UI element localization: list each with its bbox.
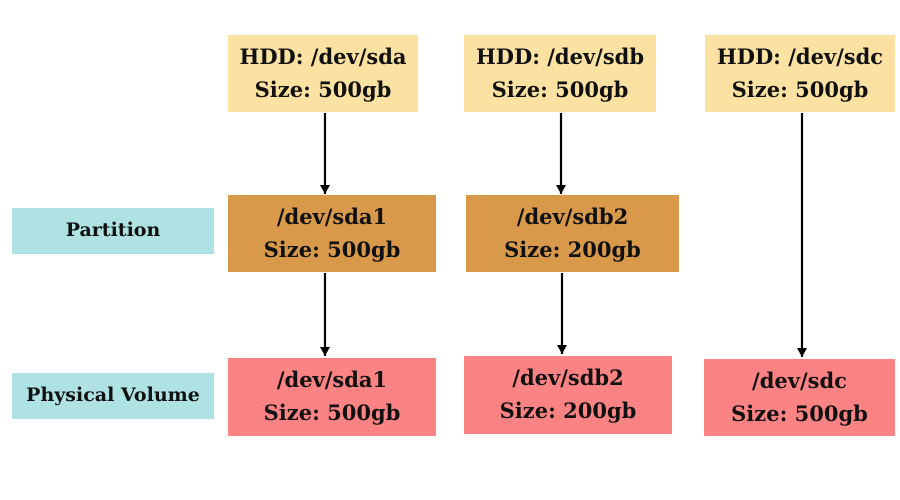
pv-size: Size: 500gb [263,400,401,425]
pv-size: Size: 500gb [731,400,868,426]
partition-size: Size: 500gb [263,236,401,262]
pv-name: /dev/sdb2 [512,365,624,391]
hdd-name: HDD: /dev/sda [239,43,407,69]
hdd-box-sdb: HDD: /dev/sdb Size: 500gb [464,35,656,112]
row-label-physical-volume: Physical Volume [12,373,214,419]
arrow-sdb2-to-pv-sdb2-head [557,345,567,354]
row-label-physical-volume-text: Physical Volume [26,384,200,407]
hdd-size: Size: 500gb [491,76,629,102]
pv-name: /dev/sda1 [276,367,388,393]
hdd-size: Size: 500gb [254,76,392,102]
hdd-box-sdc: HDD: /dev/sdc Size: 500gb [705,35,895,112]
row-label-partition-text: Partition [65,219,161,242]
partition-name: /dev/sda1 [276,203,388,229]
hdd-size: Size: 500gb [731,76,869,102]
pv-box-sdc: /dev/sdc Size: 500gb [704,359,895,436]
hdd-box-sda: HDD: /dev/sda Size: 500gb [228,35,418,112]
partition-size: Size: 200gb [504,236,641,262]
partition-box-sda1: /dev/sda1 Size: 500gb [228,195,436,272]
pv-name: /dev/sdc [752,367,847,393]
arrow-sdc-to-pv-sdc-head [797,348,807,357]
pv-box-sdb2: /dev/sdb2 Size: 200gb [464,356,672,434]
arrow-sda-to-sda1-head [320,185,330,194]
arrow-sda1-to-pv-sda1-head [320,347,330,356]
partition-name: /dev/sdb2 [516,203,629,229]
pv-box-sda1: /dev/sda1 Size: 500gb [228,358,436,436]
pv-size: Size: 200gb [499,398,637,423]
partition-box-sdb2: /dev/sdb2 Size: 200gb [466,195,679,272]
hdd-name: HDD: /dev/sdb [475,43,645,69]
arrow-sdb-to-sdb2-head [556,185,566,194]
row-label-partition: Partition [12,208,214,254]
hdd-name: HDD: /dev/sdc [716,43,884,69]
